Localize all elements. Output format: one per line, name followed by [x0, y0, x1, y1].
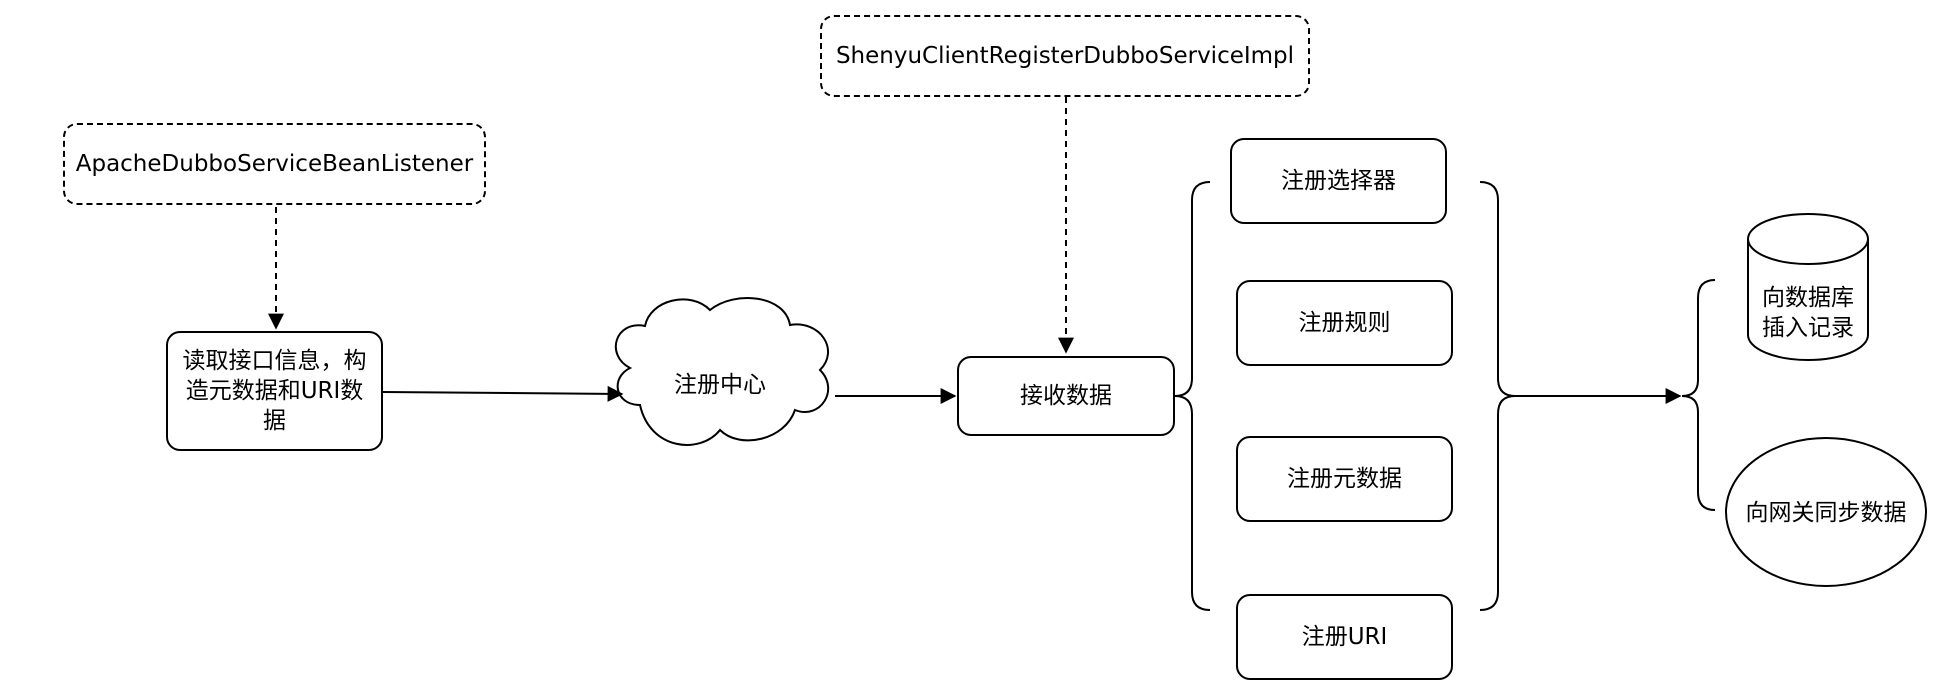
selector-label: 注册选择器	[1281, 168, 1396, 194]
uri-label: 注册URI	[1301, 624, 1388, 650]
metadata-label: 注册元数据	[1287, 466, 1402, 492]
database-node: 向数据库插入记录	[1756, 278, 1860, 348]
uri-node: 注册URI	[1236, 594, 1453, 680]
gateway-ellipse-shape	[1725, 437, 1927, 587]
left-curly-brace	[1174, 181, 1211, 611]
impl-label: ShenyuClientRegisterDubboServiceImpl	[835, 43, 1295, 69]
gateway-label: 向网关同步数据	[1745, 500, 1907, 526]
registry-cloud-shape	[614, 297, 830, 446]
gateway-node: 向网关同步数据	[1730, 495, 1922, 531]
database-label: 向数据库插入记录	[1762, 285, 1854, 341]
read-to-registry-arrow	[382, 385, 624, 402]
metadata-node: 注册元数据	[1236, 436, 1453, 522]
registry-label: 注册中心	[674, 372, 766, 398]
listener-label: ApacheDubboServiceBeanListener	[75, 151, 474, 177]
read-node: 读取接口信息，构造元数据和URI数据	[166, 331, 383, 451]
rule-node: 注册规则	[1236, 280, 1453, 366]
receive-label: 接收数据	[1020, 383, 1112, 409]
impl-node: ShenyuClientRegisterDubboServiceImpl	[820, 15, 1310, 97]
read-label: 读取接口信息，构造元数据和URI数据	[182, 348, 367, 434]
rule-label: 注册规则	[1298, 310, 1391, 336]
receive-node: 接收数据	[957, 356, 1175, 436]
registry-node: 注册中心	[640, 365, 800, 405]
database-cylinder-shape	[1747, 213, 1869, 361]
selector-node: 注册选择器	[1230, 138, 1447, 224]
listener-node: ApacheDubboServiceBeanListener	[63, 123, 486, 205]
results-curly-brace	[1681, 279, 1716, 511]
right-curly-brace	[1479, 181, 1516, 611]
